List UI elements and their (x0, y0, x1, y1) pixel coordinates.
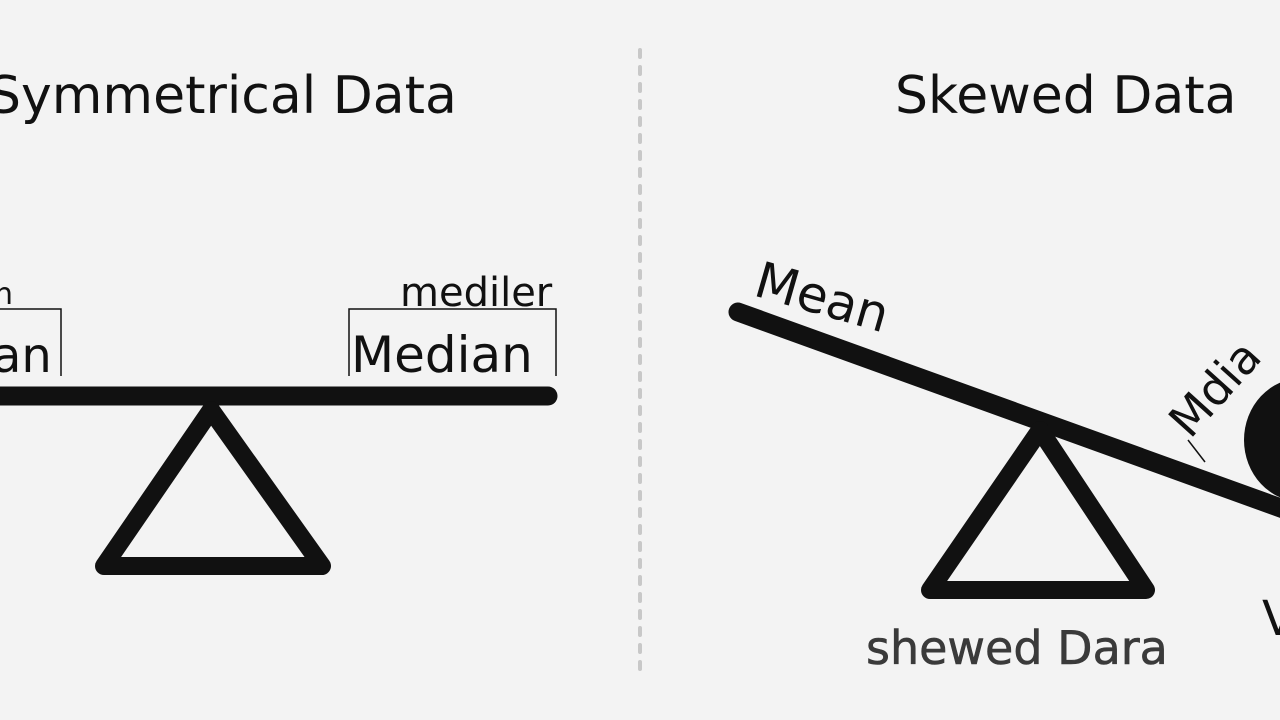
skewed-fulcrum (921, 421, 1155, 599)
right-label-frame (348, 308, 557, 376)
symmetrical-panel: Symmetrical Data n an mediler Median (0, 66, 558, 575)
left-label-frame (0, 308, 62, 376)
weight-blob (1244, 382, 1280, 498)
skewed-title: Skewed Data (895, 66, 1236, 126)
symmetrical-title: Symmetrical Data (0, 66, 457, 126)
symmetrical-fulcrum (95, 401, 331, 575)
edge-glyph: V (1262, 591, 1280, 647)
median-leader (1187, 439, 1206, 463)
left-label-top: n (0, 277, 13, 312)
skewed-beam (728, 302, 1280, 518)
right-label: Median (351, 326, 533, 384)
skewed-caption: shewed Dara (866, 621, 1168, 675)
left-label: an (0, 328, 52, 384)
skewed-panel: Skewed Data Mean Mdia V shewed Dara (728, 66, 1280, 675)
